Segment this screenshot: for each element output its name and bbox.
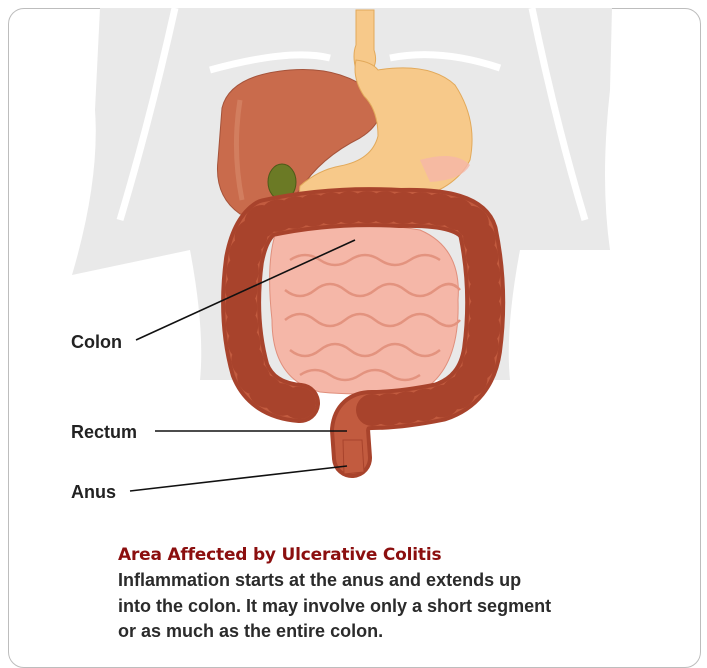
caption-title: Area Affected by Ulcerative Colitis bbox=[118, 545, 638, 565]
anus bbox=[343, 440, 364, 474]
colon-label: Colon bbox=[71, 333, 122, 351]
anus-label: Anus bbox=[71, 483, 116, 501]
small-intestine bbox=[270, 224, 460, 394]
anus-leader-line bbox=[130, 466, 347, 491]
caption-body: Inflammation starts at the anus and exte… bbox=[118, 568, 558, 645]
digestive-system-diagram bbox=[0, 0, 707, 520]
rectum-label: Rectum bbox=[71, 423, 137, 441]
caption: Area Affected by Ulcerative Colitis Infl… bbox=[118, 545, 638, 645]
